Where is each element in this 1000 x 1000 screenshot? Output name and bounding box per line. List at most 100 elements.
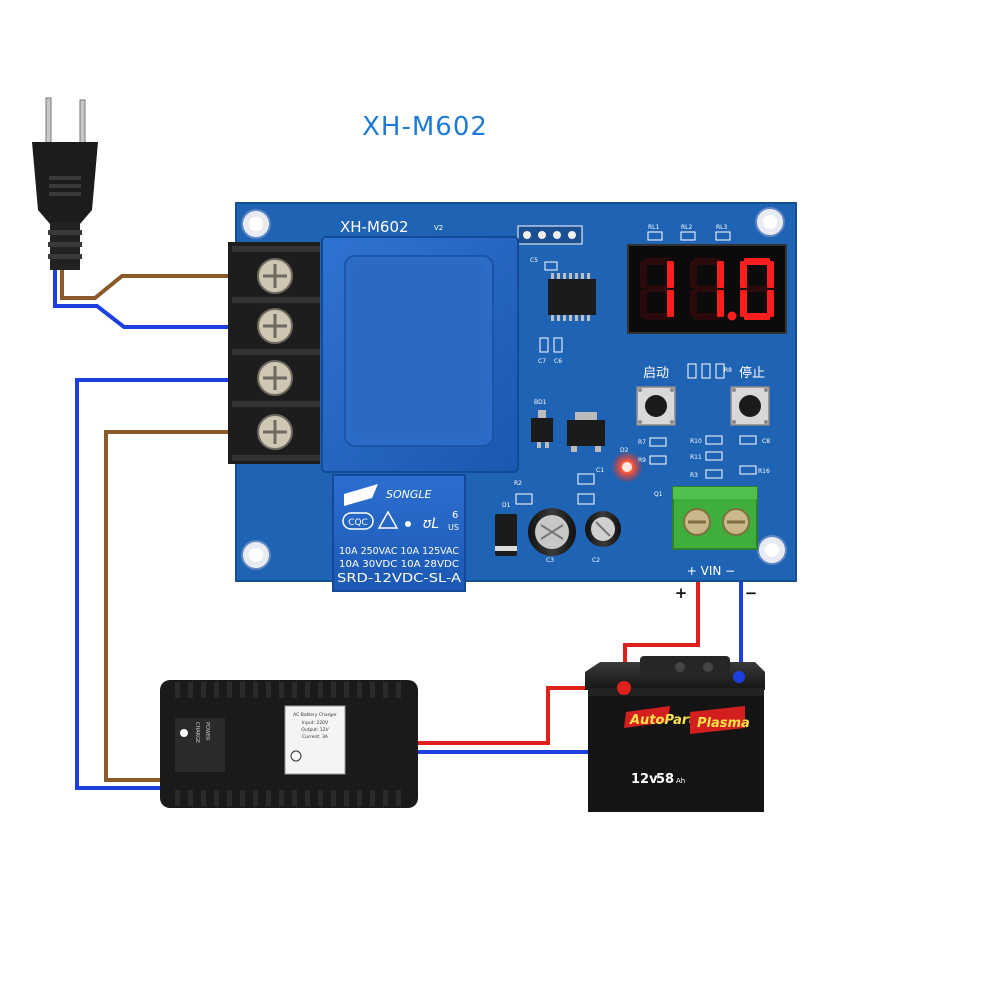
plug-live-wire [60, 270, 238, 300]
positive-terminal-marker [617, 681, 631, 695]
svg-text:R8: R8 [724, 367, 732, 374]
svg-text:BD1: BD1 [534, 399, 547, 406]
relay: SONGLE CQC ʊL 6 US 10A 250VAC 10A 125VAC… [332, 474, 466, 592]
battery-brand: AutoPart [629, 713, 695, 728]
pin-header [517, 225, 583, 245]
display-digit-2-segment-f [690, 261, 697, 288]
battery-brand-2: Plasma [697, 716, 750, 731]
svg-text:D2: D2 [620, 447, 629, 454]
diode [495, 514, 517, 556]
car-battery: AutoPart Plasma 12v 58 Ah [585, 656, 765, 812]
svg-text:C1: C1 [596, 467, 604, 474]
display-digit-2-segment-b [717, 261, 724, 288]
display-digit-1-segment-f [640, 261, 647, 288]
display-digit-3-segment-b [767, 261, 774, 288]
vin-label: + VIN − [687, 564, 735, 578]
mounting-holes [241, 207, 787, 570]
display-digits [640, 258, 774, 321]
status-led [611, 451, 643, 483]
charger-label-line-4: Current: 3A [302, 734, 329, 740]
display-digit-3-segment-f [740, 261, 747, 288]
svg-text:C3: C3 [546, 557, 554, 564]
display-digit-3-segment-g [744, 285, 770, 293]
plug-neutral-wire [53, 270, 238, 329]
smd-transistors [531, 410, 605, 452]
negative-sign: − [745, 584, 758, 602]
display-digit-3-segment-c [767, 290, 774, 317]
display-digit-1-segment-a [644, 258, 670, 265]
relay-model: SRD-12VDC-SL-A [337, 571, 462, 585]
power-plug [32, 97, 98, 270]
board-version-label: V2 [434, 224, 443, 232]
pad-labels: RL1 RL2 RL3 C5 C7 C6 BD1 R7 R9 R10 R11 R… [502, 224, 770, 564]
relay-rating-line2: 10A 30VDC 10A 28VDC [339, 559, 459, 570]
display-digit-1-segment-c [667, 290, 674, 317]
capacitor-large [528, 508, 576, 556]
voltage-display [627, 244, 787, 334]
display-digit-1-segment-g [644, 285, 670, 293]
display-digit-3-segment-d [744, 313, 770, 320]
songle-logo-icon [344, 484, 378, 506]
ic-chip [548, 273, 596, 321]
vin-terminal [672, 486, 758, 550]
svg-text:C8: C8 [762, 438, 770, 445]
terminal-screw-3 [257, 360, 293, 396]
cert-mark-icon [290, 750, 302, 762]
display-digit-3-segment-a [744, 258, 770, 265]
svg-text:Q1: Q1 [654, 491, 663, 498]
svg-text:C5: C5 [530, 257, 538, 264]
transformer [321, 236, 519, 473]
relay-rating-line1: 10A 250VAC 10A 125VAC [339, 546, 459, 557]
svg-text:R7: R7 [638, 439, 646, 446]
battery-voltage: 12v [631, 772, 658, 787]
relay-ul-icon: ʊL [423, 516, 439, 532]
svg-text:R3: R3 [690, 472, 698, 479]
display-digit-1-segment-b [667, 261, 674, 288]
display-digit-2-segment-e [690, 290, 697, 317]
svg-text:C6: C6 [554, 358, 562, 365]
start-button[interactable] [636, 386, 676, 426]
display-digit-1-segment-e [640, 290, 647, 317]
display-digit-1-segment-d [644, 313, 670, 320]
warning-triangle-icon [377, 510, 399, 529]
svg-text:RL3: RL3 [716, 224, 728, 231]
svg-text:R10: R10 [690, 438, 702, 445]
display-digit-2-segment-c [717, 290, 724, 317]
charger-label-line-1: AC Battery Charger [293, 712, 337, 718]
diagram-title: XH-M602 [362, 112, 488, 142]
start-button-label: 启动 [643, 366, 669, 381]
xh-m602-board: XH-M602 V2 [228, 202, 797, 592]
display-decimal-point [727, 311, 737, 321]
display-digit-2-segment-d [694, 313, 720, 320]
stop-button[interactable] [730, 386, 770, 426]
capacitor-small [585, 511, 621, 547]
screw-terminal-block [228, 242, 320, 464]
negative-terminal-marker [733, 671, 745, 683]
relay-ul-mark: US [448, 523, 459, 532]
relay-pin-number: 6 [452, 510, 458, 521]
display-digit-2-segment-g [694, 285, 720, 293]
relay-cert: CQC [348, 518, 368, 528]
terminal-screw-1 [257, 258, 293, 294]
svg-text:D1: D1 [502, 502, 511, 509]
relay-brand: SONGLE [386, 488, 432, 501]
charger-label-line-3: Output: 12V [301, 727, 329, 733]
smd-components [515, 231, 757, 505]
charger-fins [175, 682, 401, 806]
charger-side-label-1: CHARGE [194, 722, 200, 743]
display-digit-2-segment-a [694, 258, 720, 265]
charger-live-wire [104, 430, 238, 782]
battery-charger: CHARGE POWER AC Battery Charger Input: 2… [160, 680, 418, 808]
svg-text:R2: R2 [514, 480, 522, 487]
board-model-label: XH-M602 [340, 218, 409, 236]
stop-button-label: 停止 [739, 365, 765, 381]
svg-text:R16: R16 [758, 468, 770, 475]
charger-label-line-2: Input: 220V [302, 720, 329, 726]
charger-side-label-2: POWER [204, 722, 210, 741]
svg-text:R9: R9 [638, 457, 646, 464]
terminal-screw-4 [257, 414, 293, 450]
positive-sign: + [675, 584, 688, 602]
battery-capacity: 58 [656, 772, 674, 787]
